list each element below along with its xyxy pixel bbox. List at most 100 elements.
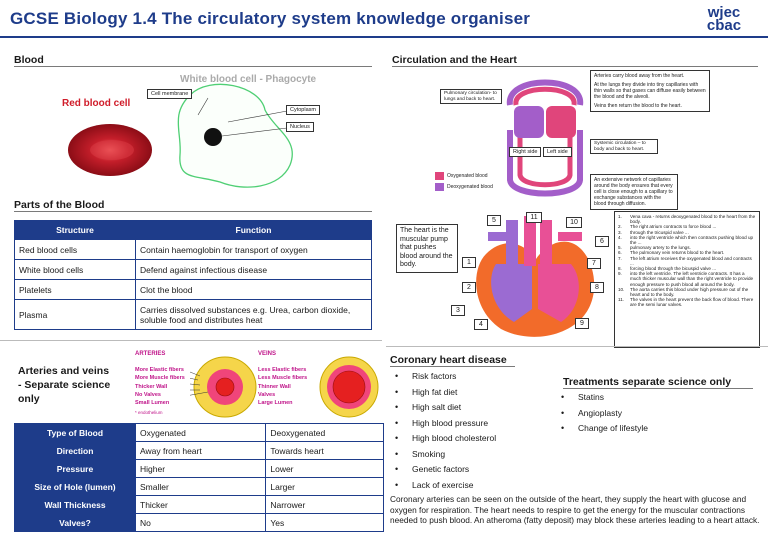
circulation-rule — [392, 66, 758, 67]
legend-oxy-swatch — [435, 172, 444, 180]
step-number: 10. — [618, 286, 625, 292]
table-row: Plasma Carries dissolved substances e.g.… — [14, 299, 372, 330]
list-item: 8.forcing blood through the bicuspid val… — [618, 266, 756, 271]
arteries-label: Thicker Wall — [135, 383, 168, 390]
arteries-note: Arteries carry blood away from the heart… — [594, 73, 685, 79]
list-item: 1.Vena cava - returns deoxygenated blood… — [618, 214, 756, 224]
veins-title: VEINS — [258, 351, 277, 357]
parts-table: Structure Function Red blood cells Conta… — [14, 220, 372, 330]
row-header: Wall Thickness — [14, 495, 136, 514]
heart-label-1: 1 — [462, 257, 476, 268]
structure-cell: Plasma — [14, 299, 136, 330]
heart-label-2: 2 — [462, 282, 476, 293]
parts-header-structure: Structure — [14, 220, 136, 240]
list-item: 2. The right atrium contracts to force bl… — [618, 224, 756, 229]
left-side-label: Left side — [543, 147, 572, 157]
veins-labels: Less Elastic fibers Less Muscle fibers T… — [258, 366, 307, 407]
wbc-label: White blood cell - Phagocyte — [180, 74, 317, 85]
step-text: The aorta carries this blood under high … — [630, 286, 749, 298]
step-number: 9. — [618, 271, 622, 277]
step-number: 4. — [618, 234, 622, 240]
step-text: The pulmonary vein returns blood to the … — [630, 250, 725, 256]
step-text: into the right ventricle which then cont… — [630, 234, 754, 246]
systemic-label: Systemic circulation – to body and back … — [590, 139, 658, 154]
artery-cell: Higher — [134, 459, 267, 478]
parts-header-function: Function — [135, 220, 372, 240]
list-item: High blood cholesterol — [390, 431, 550, 447]
step-text: The left atrium receives the oxygenated … — [630, 255, 752, 266]
vein-cell: Lower — [265, 459, 384, 478]
parts-rule — [14, 211, 372, 212]
heart-label-6: 6 — [595, 236, 609, 247]
structure-cell: White blood cells — [14, 259, 136, 280]
list-item: 11. The valves in the heart prevent the b… — [618, 297, 756, 307]
step-number: 8. — [618, 266, 622, 272]
step-text: The valves in the heart prevent the back… — [630, 297, 754, 308]
vein-cell: Larger — [265, 477, 384, 496]
white-blood-cell-shape — [177, 83, 293, 188]
arteries-title: ARTERIES — [135, 351, 166, 357]
circulation-diagram — [506, 79, 584, 197]
list-item: 7.The left atrium receives the oxygenate… — [618, 256, 756, 266]
step-number: 6. — [618, 250, 622, 256]
cytoplasm-label: Cytoplasm — [286, 105, 320, 115]
list-item: 10. The aorta carries this blood under hi… — [618, 287, 756, 297]
step-text: The right atrium contracts to force bloo… — [630, 224, 717, 230]
function-cell: Carries dissolved substances e.g. Urea, … — [135, 299, 372, 330]
pulmonary-label: Pulmonary circulation- to lungs and back… — [440, 89, 502, 104]
heart-label-11: 11 — [526, 212, 542, 223]
coronary-paragraph: Coronary arteries can be seen on the out… — [390, 494, 760, 525]
heart-label-5: 5 — [487, 215, 501, 226]
arteries-label: More Elastic fibers — [135, 367, 184, 373]
list-item: Lack of exercise — [390, 478, 550, 494]
list-item: 5.pulmonary artery to the lungs. — [618, 245, 756, 250]
list-item: 3.through the tricuspid valve ... — [618, 230, 756, 235]
cell-membrane-label: Cell membrane — [147, 89, 193, 99]
heart-label-8: 8 — [590, 282, 604, 293]
vessels-divider — [0, 340, 382, 341]
heart-label-3: 3 — [451, 305, 465, 316]
list-item: High salt diet — [390, 400, 550, 416]
artery-cell: No — [134, 513, 267, 532]
list-item: High blood pressure — [390, 416, 550, 432]
vessels-heading-line-1: Arteries and veins — [18, 365, 110, 377]
heart-diagram — [476, 216, 595, 337]
artery-cell: Oxygenated — [134, 423, 267, 442]
heart-label-4: 4 — [474, 319, 488, 330]
veins-label: Valves — [258, 391, 276, 398]
nucleus-label: Nucleus — [286, 122, 314, 132]
rbc-label: Red blood cell — [62, 98, 131, 109]
step-number: 11. — [618, 297, 625, 303]
coronary-rule — [390, 366, 515, 367]
veins-label: Thinner Wall — [258, 383, 291, 390]
legend-deoxy-swatch — [435, 183, 444, 191]
list-item: Statins — [556, 390, 736, 406]
arteries-label: No Valves — [135, 391, 161, 398]
artery-cell: Smaller — [134, 477, 267, 496]
parts-heading: Parts of the Blood — [14, 199, 105, 211]
heart-label-7: 7 — [587, 258, 601, 269]
list-item: Angioplasty — [556, 406, 736, 422]
function-cell: Contain haemoglobin for transport of oxy… — [135, 239, 372, 260]
structure-cell: Platelets — [14, 279, 136, 300]
artery-cell: Thicker — [134, 495, 267, 514]
step-number: 2. — [618, 224, 622, 230]
treatments-list: Statins Angioplasty Change of lifestyle — [556, 390, 736, 437]
step-text: into the left ventricle. The left ventri… — [630, 271, 754, 287]
vein-cell: Towards heart — [265, 441, 384, 460]
list-item: Genetic factors — [390, 462, 550, 478]
step-number: 1. — [618, 214, 622, 219]
heart-label-9: 9 — [575, 318, 589, 329]
coronary-divider — [386, 346, 768, 347]
arteries-note-box: Arteries carry blood away from the heart… — [590, 70, 710, 112]
circulation-heading: Circulation and the Heart — [392, 54, 517, 66]
logo-line-2: cbac — [706, 17, 742, 34]
structure-cell: Red blood cells — [14, 239, 136, 260]
vein-cell: Yes — [265, 513, 384, 532]
list-item: 6. The pulmonary vein returns blood to th… — [618, 250, 756, 255]
list-item: 9. into the left ventricle. The left vent… — [618, 271, 756, 287]
